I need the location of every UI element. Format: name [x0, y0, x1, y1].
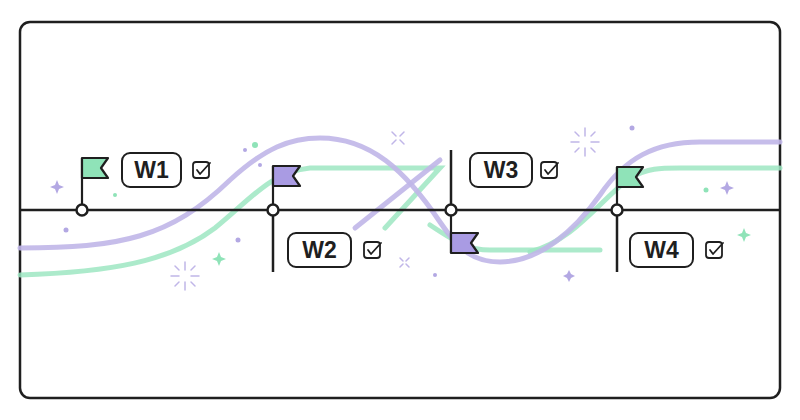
purple-flag: [273, 166, 300, 186]
timeline-axis: [20, 209, 780, 212]
milestone-text: W2: [302, 237, 337, 264]
milestone-text: W4: [644, 237, 679, 264]
check-icon: [706, 242, 723, 258]
milestone-label: W2: [287, 232, 352, 268]
tick-line: [616, 210, 619, 272]
milestone-dot: [612, 205, 623, 216]
milestone-text: W3: [484, 157, 519, 184]
milestone-label: W3: [469, 152, 533, 188]
check-icon: [541, 162, 558, 178]
milestone-dot: [446, 205, 457, 216]
milestone-text: W1: [134, 157, 169, 184]
sparkles: [113, 142, 751, 266]
purple-flag: [451, 233, 478, 253]
milestone-label: W4: [629, 232, 694, 268]
sparkles: [50, 126, 734, 283]
check-icon: [193, 162, 210, 178]
sparkles: [171, 128, 599, 290]
milestone-label: W1: [121, 152, 182, 188]
green-flag: [617, 167, 643, 187]
green-flag: [82, 158, 108, 178]
frame: [20, 22, 780, 398]
milestone-dot: [77, 205, 88, 216]
check-icon: [364, 242, 381, 258]
tick-line: [272, 210, 275, 272]
purple-wave: [355, 160, 440, 228]
tick-line: [450, 150, 453, 210]
milestone-dot: [268, 205, 279, 216]
